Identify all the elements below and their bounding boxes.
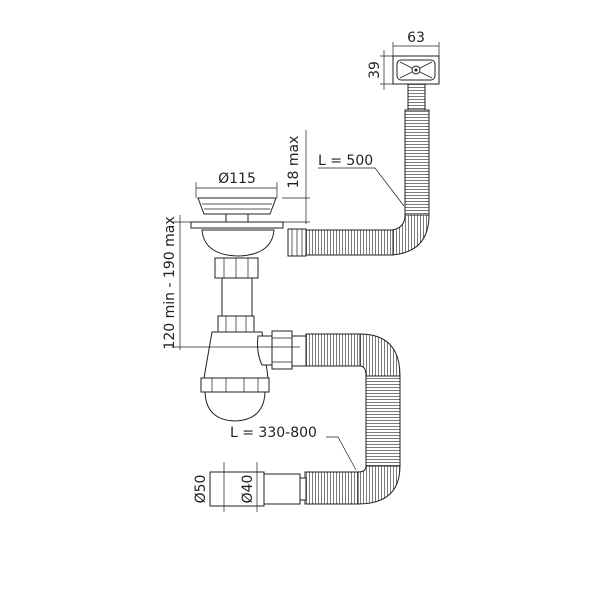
overflow-hose-length-label: L = 500 (318, 153, 373, 169)
bottle-trap (200, 257, 307, 422)
outlet-hose (304, 333, 401, 505)
overflow-hose-length: L = 500 (318, 153, 405, 207)
overflow-hose (287, 109, 430, 257)
strainer-basket (190, 197, 284, 257)
trap-height-dimension: 120 min - 190 max (162, 215, 300, 350)
strainer-dimensions: Ø115 18 max (195, 130, 310, 224)
strainer-height-label: 18 max (286, 136, 302, 189)
trap-height-label: 120 min - 190 max (162, 216, 178, 349)
overflow-dimensions: 63 39 (367, 30, 440, 90)
overflow-cover (392, 55, 440, 111)
outlet-hose-length-label: L = 330-800 (230, 425, 317, 441)
outlet-inner-diameter-label: Ø40 (240, 475, 256, 504)
outlet-outer-diameter-label: Ø50 (193, 475, 209, 504)
overflow-width-label: 63 (407, 30, 425, 46)
outlet-hose-length: L = 330-800 (230, 425, 357, 471)
overflow-height-label: 39 (367, 61, 383, 79)
strainer-diameter-label: Ø115 (218, 171, 256, 187)
outlet-connector: Ø50 Ø40 (193, 462, 307, 512)
